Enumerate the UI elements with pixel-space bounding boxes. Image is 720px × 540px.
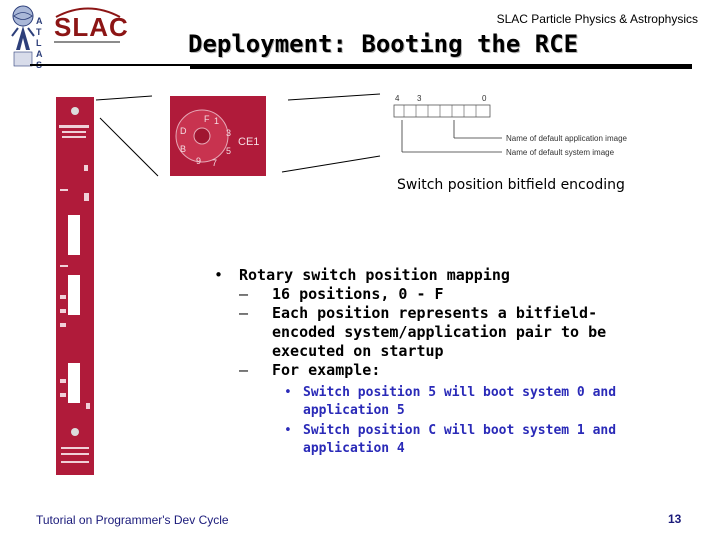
switch-position-label: B (180, 144, 187, 154)
bullet-dot-icon: • (214, 266, 224, 284)
sub-bullet: – Each position represents a bitfield-en… (212, 304, 632, 361)
switch-position-label: F (204, 114, 210, 124)
atlas-letter: T (36, 27, 42, 37)
slide-title: Deployment: Booting the RCE (188, 30, 579, 58)
bullet-main-text: Rotary switch position mapping (239, 266, 510, 284)
organization-header: SLAC Particle Physics & Astrophysics (496, 12, 698, 26)
footer-title: Tutorial on Programmer's Dev Cycle (36, 513, 229, 527)
sub-bullet-text: 16 positions, 0 - F (272, 285, 444, 303)
switch-position-label: 9 (196, 156, 202, 166)
dash-icon: – (239, 361, 249, 379)
page-number: 13 (668, 512, 682, 526)
example-text: Switch position 5 will boot system 0 and… (303, 385, 617, 418)
sub-bullet: – 16 positions, 0 - F (212, 285, 632, 304)
switch-position-label: 1 (214, 116, 220, 126)
title-rule-left (30, 64, 190, 66)
bullet-main: • Rotary switch position mapping (212, 266, 632, 285)
atlas-logo (11, 5, 35, 67)
slac-tagline-bar (54, 41, 120, 43)
sub-bullet: – For example: (212, 361, 632, 380)
example-bullet: • Switch position 5 will boot system 0 a… (212, 384, 632, 420)
switch-label: CE1 (238, 136, 260, 148)
bullet-list: • Rotary switch position mapping – 16 po… (212, 266, 632, 458)
slac-wordmark: SLAC (54, 12, 129, 42)
switch-position-label: 5 (226, 146, 232, 156)
bitfield-application-label: Name of default application image (506, 134, 627, 143)
bit-label: 4 (395, 94, 400, 103)
example-text: Switch position C will boot system 1 and… (303, 423, 617, 456)
bit-label: 3 (417, 94, 422, 103)
slac-arc-icon (55, 7, 121, 18)
diagram-caption: Switch position bitfield encoding (397, 177, 625, 193)
switch-position-label: 7 (212, 158, 218, 168)
atlas-letter: A (36, 49, 43, 59)
switch-position-label: D (180, 126, 187, 136)
sub-bullet-text: Each position represents a bitfield-enco… (272, 304, 607, 360)
atlas-letter: L (36, 38, 42, 48)
atlas-letter: A (36, 16, 43, 26)
board-front-panel (56, 97, 94, 475)
bitfield-diagram: 4 3 0 Name of default application image … (380, 90, 660, 162)
sub-bullet-text: For example: (272, 361, 381, 379)
bullet-dot-icon: • (284, 385, 292, 400)
bit-label: 0 (482, 94, 487, 103)
dash-icon: – (239, 285, 249, 303)
rotary-switch-panel: F 1 D 3 B 5 9 7 CE1 (170, 96, 266, 176)
example-bullet: • Switch position C will boot system 1 a… (212, 422, 632, 458)
bullet-dot-icon: • (284, 423, 292, 438)
bitfield-system-label: Name of default system image (506, 148, 615, 157)
bitfield-register (393, 104, 502, 153)
title-rule (190, 64, 692, 69)
dash-icon: – (239, 304, 249, 322)
switch-position-label: 3 (226, 128, 232, 138)
rotary-switch-icon (175, 109, 229, 163)
slac-logo: SLAC (52, 7, 128, 46)
